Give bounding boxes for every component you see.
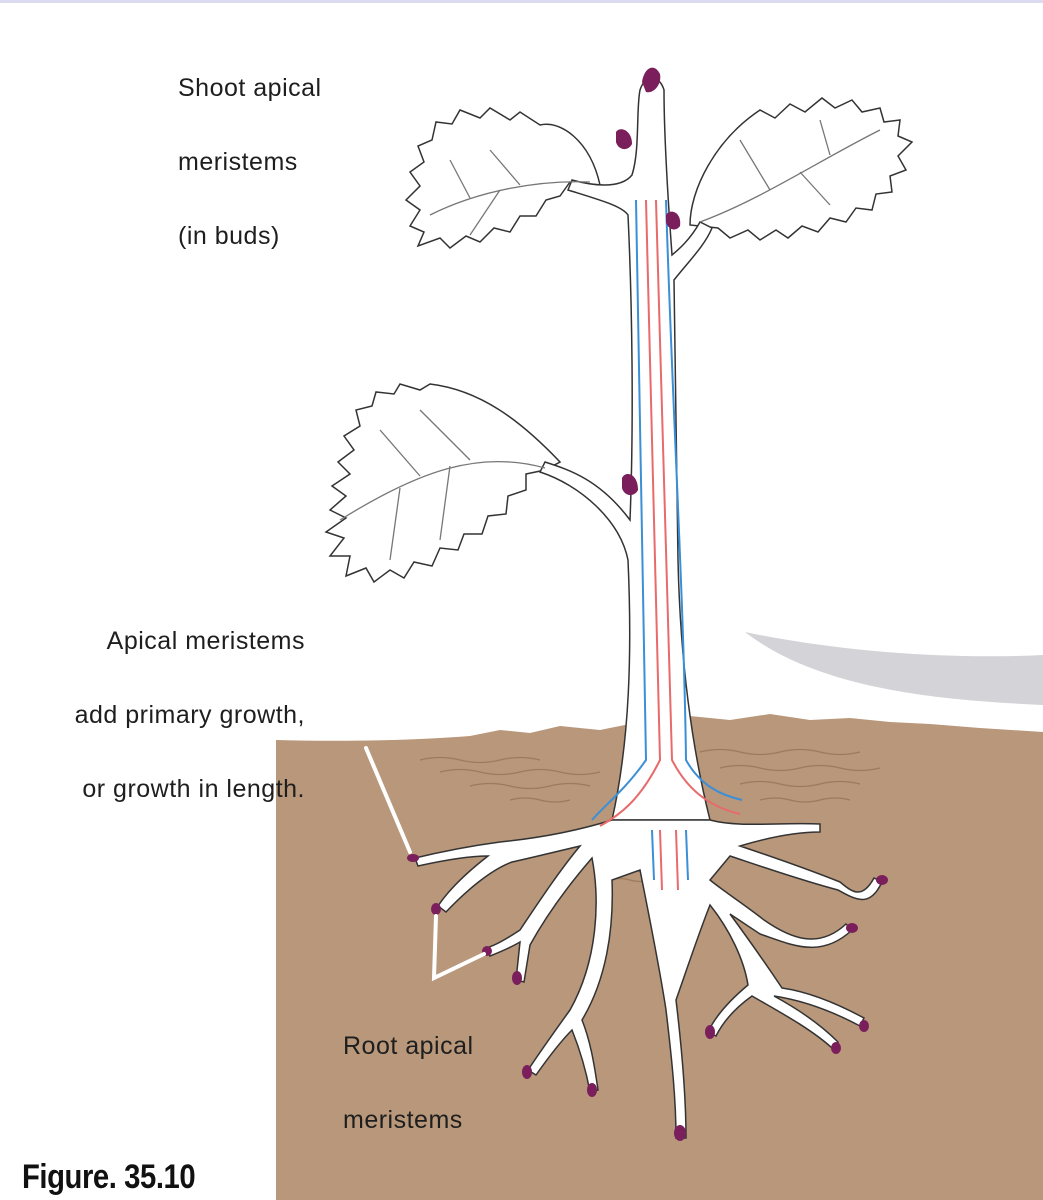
xylem-line bbox=[675, 829, 679, 891]
stem bbox=[538, 77, 713, 821]
xylem-line bbox=[655, 199, 741, 815]
root-tip-icon bbox=[876, 875, 888, 885]
root-tip-icon bbox=[846, 923, 858, 933]
label-shoot-apical-meristems: Shoot apical meristems (in buds) bbox=[178, 33, 322, 292]
root-tip-icon bbox=[674, 1125, 686, 1141]
root-tip-icon bbox=[587, 1083, 597, 1097]
leaf-icon bbox=[689, 97, 914, 241]
pointer-line bbox=[431, 914, 486, 982]
shoot-bud-icon bbox=[666, 211, 681, 230]
label-line: Apical meristems bbox=[106, 627, 305, 655]
root-tip-icon bbox=[705, 1025, 715, 1039]
label-line: Shoot apical bbox=[178, 74, 322, 102]
root-tip-icon bbox=[859, 1020, 869, 1032]
shoot-bud-icon bbox=[642, 67, 661, 93]
root-tip-icon bbox=[522, 1065, 532, 1079]
pointer-line bbox=[364, 746, 412, 854]
root-tip-icon bbox=[831, 1042, 841, 1054]
phloem-line bbox=[591, 199, 648, 821]
root-tip-icon bbox=[407, 854, 419, 862]
top-border bbox=[0, 0, 1043, 3]
phloem-line bbox=[665, 199, 743, 801]
phloem-line bbox=[685, 829, 689, 881]
xylem-line bbox=[659, 829, 663, 891]
root-tip-icon bbox=[431, 903, 441, 915]
label-apical-meristems-growth: Apical meristems add primary growth, or … bbox=[40, 586, 305, 845]
xylem-line bbox=[599, 199, 662, 827]
label-line: or growth in length. bbox=[82, 775, 305, 803]
label-line: add primary growth, bbox=[74, 701, 305, 729]
label-line: Root apical bbox=[343, 1032, 474, 1060]
root-tip-icon bbox=[512, 971, 522, 985]
label-root-apical-meristems: Root apical meristems bbox=[343, 991, 474, 1176]
leaf-icon bbox=[324, 383, 562, 584]
leaf-icon bbox=[404, 107, 601, 249]
shoot-bud-icon bbox=[616, 129, 632, 150]
label-line: (in buds) bbox=[178, 222, 280, 250]
shoot-bud-icon bbox=[622, 474, 638, 496]
phloem-line bbox=[651, 829, 655, 881]
root-system bbox=[413, 819, 883, 1139]
label-line: meristems bbox=[343, 1106, 463, 1134]
label-line: meristems bbox=[178, 148, 298, 176]
background-shadow bbox=[745, 632, 1043, 705]
figure-caption: Figure. 35.10 bbox=[22, 1158, 196, 1196]
